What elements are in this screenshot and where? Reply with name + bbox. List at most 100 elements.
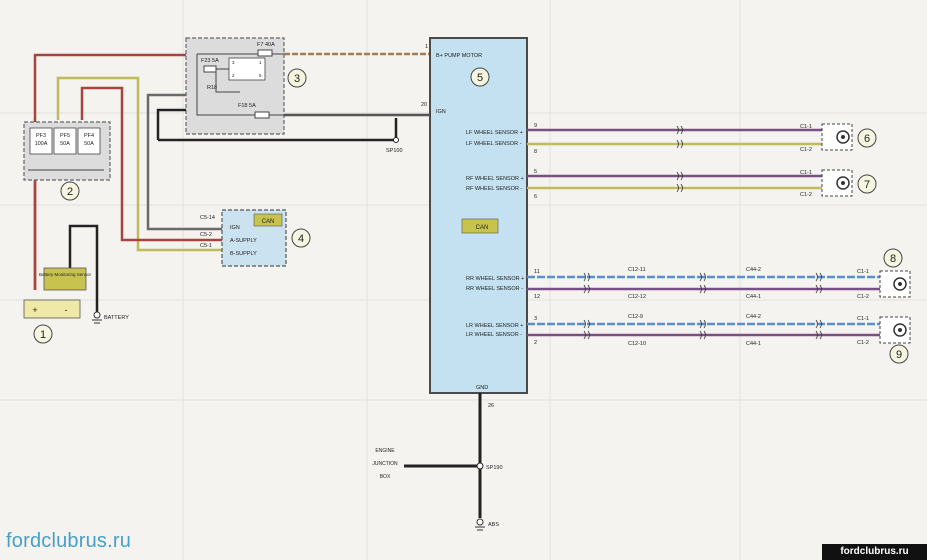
fuse-pf5 xyxy=(53,127,77,155)
lr-sensor-plus-label: LR WHEEL SENSOR + xyxy=(466,323,523,329)
rf-c1-1: C1-1 xyxy=(800,170,812,176)
module4-a-supply-label: A-SUPPLY xyxy=(230,238,257,244)
rr-c12-11: C12-11 xyxy=(628,267,646,273)
callout-3 xyxy=(287,68,307,88)
module4-pin-c5-14: C5-14 xyxy=(200,215,215,221)
callout-2 xyxy=(60,181,80,201)
wheel-sensor-8 xyxy=(879,270,911,298)
watermark-left: fordclubrus.ru xyxy=(6,530,132,552)
lr-pin-2: 2 xyxy=(534,340,537,346)
fuse-pf3-name: PF3 xyxy=(36,133,46,139)
callout-1 xyxy=(33,324,53,344)
lf-c1-2: C1-2 xyxy=(800,147,812,153)
rr-c1-2: C1-2 xyxy=(857,294,869,300)
callout-8 xyxy=(883,248,903,268)
sensor-gear-icon xyxy=(836,176,850,190)
sp190-label: SP190 xyxy=(486,465,503,471)
battery-monitoring-sensor xyxy=(43,267,87,291)
callout-8-label: 8 xyxy=(890,253,896,265)
pin-1-label: 1 xyxy=(425,44,428,50)
callout-2-label: 2 xyxy=(67,186,73,198)
rf-sensor-minus-label: RF WHEEL SENSOR - xyxy=(466,186,522,192)
ground-battery-icon xyxy=(93,311,101,319)
fuse-f18-label: F18 5A xyxy=(238,103,256,109)
fuse-pf4 xyxy=(77,127,101,155)
wire-yellow-b-supply xyxy=(56,76,222,252)
lr-pin-3: 3 xyxy=(534,316,537,322)
module4-ign-label: IGN xyxy=(230,225,240,231)
callout-5-label: 5 xyxy=(477,72,483,84)
callout-6-label: 6 xyxy=(864,133,870,145)
callout-1-label: 1 xyxy=(40,329,46,341)
callout-9 xyxy=(889,344,909,364)
callout-4-label: 4 xyxy=(298,233,304,245)
lf-sensor-plus-label: LF WHEEL SENSOR + xyxy=(466,130,523,136)
sensor-gear-icon xyxy=(893,323,907,337)
rr-sensor-minus-label: RR WHEEL SENSOR - xyxy=(466,286,523,292)
sp100-label: SP100 xyxy=(386,148,403,154)
lr-c12-9: C12-9 xyxy=(628,314,643,320)
lr-c1-1: C1-1 xyxy=(857,316,869,322)
lf-sensor-minus-label: LF WHEEL SENSOR - xyxy=(466,141,522,147)
rr-pin-11: 11 xyxy=(534,269,540,275)
ground-abs-icon xyxy=(476,518,484,526)
rr-pin-12: 12 xyxy=(534,294,540,300)
battery-minus: - xyxy=(65,305,68,315)
lf-pin-8: 8 xyxy=(534,149,537,155)
fuse-f23-label: F23 5A xyxy=(201,58,219,64)
callout-4 xyxy=(291,228,311,248)
rr-sensor-plus-label: RR WHEEL SENSOR + xyxy=(466,276,524,282)
module4-can-label: CAN xyxy=(262,219,275,225)
lr-c1-2: C1-2 xyxy=(857,340,869,346)
relay-pin-2: 2 xyxy=(232,73,235,78)
abs-ground-label: ABS xyxy=(488,522,499,528)
pin-26-label: 26 xyxy=(488,403,494,409)
wire-black-ground xyxy=(68,224,99,312)
abs-can-label: CAN xyxy=(476,225,489,231)
lf-c1-1: C1-1 xyxy=(800,124,812,130)
battery-plus: + xyxy=(32,305,37,315)
callout-6 xyxy=(857,128,877,148)
rf-c1-2: C1-2 xyxy=(800,192,812,198)
callout-9-label: 9 xyxy=(896,349,902,361)
module4-pin-c5-1: C5-1 xyxy=(200,243,212,249)
pump-motor-label: B+ PUMP MOTOR xyxy=(436,53,482,59)
rf-sensor-plus-label: RF WHEEL SENSOR + xyxy=(466,176,524,182)
wire-red-a-supply xyxy=(80,86,222,242)
wire-gray-ign xyxy=(146,93,222,231)
fuse-pf3 xyxy=(29,127,53,155)
sensor-gear-icon xyxy=(893,277,907,291)
relay-r18-label: R18 xyxy=(207,85,217,91)
engine-label-2: JUNCTION xyxy=(372,461,398,467)
module4-b-supply-label: B-SUPPLY xyxy=(230,251,257,257)
ign-label: IGN xyxy=(436,109,446,115)
battery xyxy=(23,299,81,319)
module4-pin-c5-2: C5-2 xyxy=(200,232,212,238)
rr-c12-12: C12-12 xyxy=(628,294,646,300)
fuse-f7-label: F7 40A xyxy=(257,42,275,48)
rr-c44-1: C44-1 xyxy=(746,294,761,300)
callout-5 xyxy=(470,67,490,87)
abs-can-badge xyxy=(461,218,499,234)
rf-pin-6: 6 xyxy=(534,194,537,200)
battery-sensor-label: Battery Monitoring Sensor xyxy=(39,272,92,277)
lr-c44-1: C44-1 xyxy=(746,341,761,347)
rf-pin-5: 5 xyxy=(534,169,537,175)
fuse-pf4-name: PF4 xyxy=(84,133,94,139)
relay-pin-3: 3 xyxy=(232,60,235,65)
callout-7 xyxy=(857,174,877,194)
gnd-label: GND xyxy=(476,385,488,391)
sensor-gear-icon xyxy=(836,130,850,144)
battery-ground-label: BATTERY xyxy=(104,315,129,321)
lr-sensor-minus-label: LR WHEEL SENSOR - xyxy=(466,332,522,338)
relay-pin-5: 5 xyxy=(259,73,262,78)
fuse-pf5-rating: 50A xyxy=(60,141,70,147)
lf-pin-9: 9 xyxy=(534,123,537,129)
fuse-pf5-name: PF5 xyxy=(60,133,70,139)
callout-3-label: 3 xyxy=(294,73,300,85)
wheel-sensor-7 xyxy=(821,169,853,197)
fuse-pf4-rating: 50A xyxy=(84,141,94,147)
lr-c12-10: C12-10 xyxy=(628,341,646,347)
rr-c1-1: C1-1 xyxy=(857,269,869,275)
